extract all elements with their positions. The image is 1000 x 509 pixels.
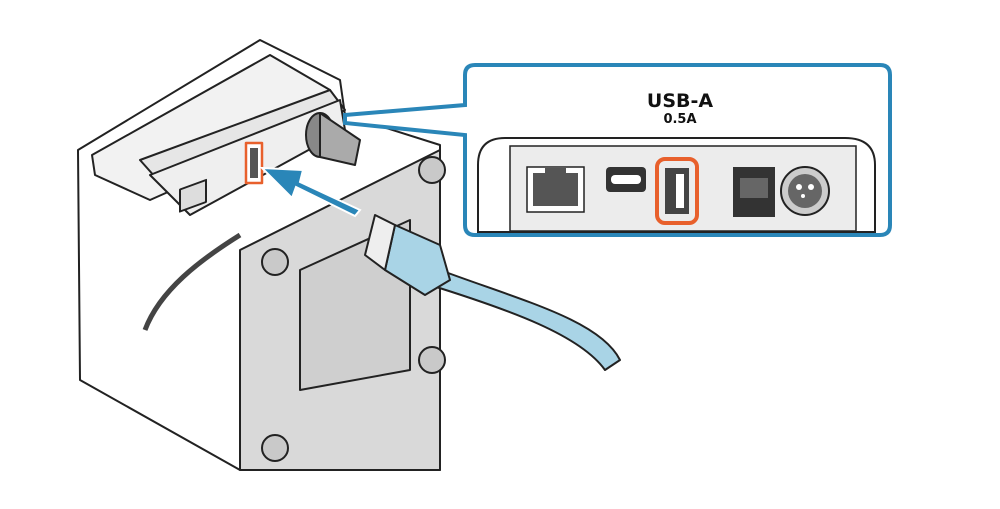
dc-cable bbox=[142, 232, 242, 331]
port-current-rating: 0.5A bbox=[663, 112, 697, 127]
insert-arrow-icon bbox=[259, 166, 362, 218]
usb-a-cable bbox=[364, 214, 621, 371]
port-title: USB-A bbox=[646, 90, 714, 112]
usb-a-port-highlight bbox=[655, 157, 699, 225]
callout-box bbox=[343, 63, 892, 237]
